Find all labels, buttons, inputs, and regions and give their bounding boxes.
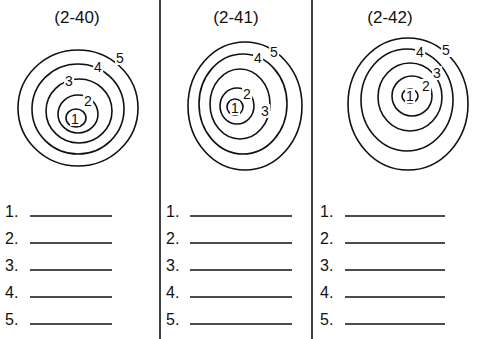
panel-title: (2-42) bbox=[367, 9, 412, 26]
contour-line bbox=[220, 88, 254, 124]
answer-blank bbox=[30, 242, 112, 244]
panel-title: (2-41) bbox=[213, 9, 258, 26]
answer-blank bbox=[345, 215, 445, 217]
contour-line bbox=[199, 54, 287, 154]
contour-line bbox=[361, 49, 453, 151]
contour-number: 3 bbox=[64, 74, 74, 88]
contour-number: 3 bbox=[432, 66, 442, 80]
contour-number: 1 bbox=[230, 101, 240, 115]
answer-number: 2. bbox=[320, 231, 333, 247]
contour-line bbox=[210, 69, 270, 139]
contour-line bbox=[188, 42, 302, 170]
contour-line bbox=[392, 76, 432, 116]
contour-line bbox=[66, 109, 86, 127]
answer-number: 2. bbox=[166, 231, 179, 247]
answer-blank bbox=[30, 269, 112, 271]
answer-number: 4. bbox=[320, 285, 333, 301]
answer-number: 5. bbox=[5, 312, 18, 328]
answer-blank bbox=[30, 296, 112, 298]
answer-blank bbox=[190, 269, 292, 271]
panel-divider bbox=[159, 0, 161, 339]
answer-number: 5. bbox=[320, 312, 333, 328]
contour-line bbox=[378, 63, 442, 131]
answer-blank bbox=[190, 323, 292, 325]
answer-blank bbox=[345, 296, 445, 298]
answer-number: 1. bbox=[320, 204, 333, 220]
contour-number: 5 bbox=[441, 43, 451, 57]
answer-number: 4. bbox=[5, 285, 18, 301]
panel-title: (2-40) bbox=[54, 9, 99, 26]
contour-line bbox=[58, 95, 98, 133]
answer-blank bbox=[345, 269, 445, 271]
answer-blank bbox=[190, 215, 292, 217]
answer-number: 1. bbox=[5, 204, 18, 220]
contour-line bbox=[227, 99, 243, 115]
contour-number: 4 bbox=[415, 45, 425, 59]
contour-number: 4 bbox=[93, 60, 103, 74]
answer-blank bbox=[190, 242, 292, 244]
panel-divider bbox=[311, 0, 313, 339]
answer-blank bbox=[345, 242, 445, 244]
answer-blank bbox=[30, 323, 112, 325]
contour-number: 5 bbox=[269, 45, 279, 59]
contour-number: 2 bbox=[83, 94, 93, 108]
answer-blank bbox=[30, 215, 112, 217]
answer-number: 5. bbox=[166, 312, 179, 328]
answer-number: 1. bbox=[166, 204, 179, 220]
contour-number: 2 bbox=[421, 79, 431, 93]
answer-number: 3. bbox=[320, 258, 333, 274]
contour-number: 4 bbox=[253, 51, 263, 65]
contour-line bbox=[18, 50, 138, 166]
contour-number: 1 bbox=[405, 89, 415, 103]
contour-line bbox=[46, 79, 112, 143]
answer-number: 3. bbox=[166, 258, 179, 274]
answer-number: 2. bbox=[5, 231, 18, 247]
answer-number: 3. bbox=[5, 258, 18, 274]
contour-number: 3 bbox=[260, 104, 270, 118]
contour-line bbox=[348, 38, 468, 170]
contour-line bbox=[32, 64, 124, 154]
answer-blank bbox=[190, 296, 292, 298]
answer-number: 4. bbox=[166, 285, 179, 301]
answer-blank bbox=[345, 323, 445, 325]
contour-number: 2 bbox=[242, 87, 252, 101]
contour-number: 1 bbox=[70, 112, 80, 126]
contour-number: 5 bbox=[115, 51, 125, 65]
contour-line bbox=[402, 89, 418, 103]
